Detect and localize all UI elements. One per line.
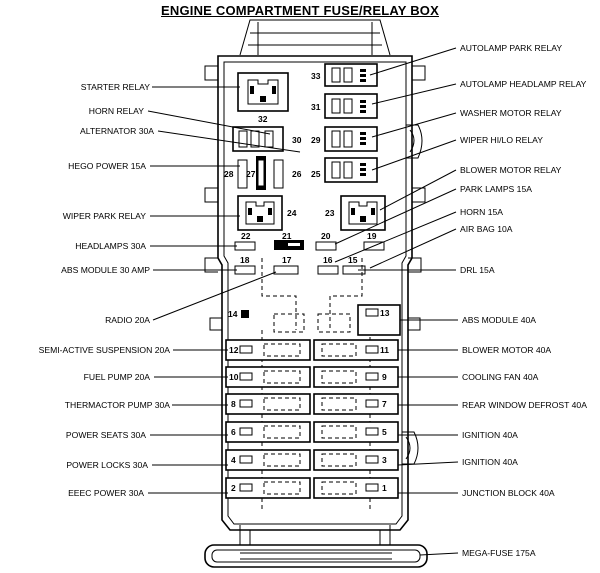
label-washer-motor: WASHER MOTOR RELAY (460, 108, 562, 118)
label-horn-relay: HORN RELAY (89, 106, 145, 116)
autolamp-headlamp-relay-socket (324, 93, 378, 119)
label-abs-module-30: ABS MODULE 30 AMP (61, 265, 150, 275)
label-wiper-park-relay: WIPER PARK RELAY (63, 211, 147, 221)
pos-2: 2 (231, 483, 236, 493)
pos-15: 15 (348, 255, 358, 265)
leader-lines (147, 47, 459, 556)
pos-27: 27 (246, 169, 256, 179)
label-autolamp-headlamp: AUTOLAMP HEADLAMP RELAY (460, 79, 587, 89)
label-autolamp-park: AUTOLAMP PARK RELAY (460, 43, 562, 53)
cartridge-fuses-left (225, 339, 311, 499)
label-horn: HORN 15A (460, 207, 503, 217)
starter-relay-socket (237, 72, 289, 112)
pos-7: 7 (382, 399, 387, 409)
pos-31: 31 (311, 102, 321, 112)
label-drl: DRL 15A (460, 265, 495, 275)
label-rear-defrost: REAR WINDOW DEFROST 40A (462, 400, 587, 410)
label-wiper-hilo: WIPER HI/LO RELAY (460, 135, 543, 145)
label-air-bag: AIR BAG 10A (460, 224, 513, 234)
blower-motor-relay-socket (340, 195, 386, 231)
pos-21: 21 (282, 231, 292, 241)
label-eeec-power: EEEC POWER 30A (68, 488, 144, 498)
pos-14: 14 (228, 309, 238, 319)
pos-13: 13 (380, 308, 390, 318)
pos-10: 10 (229, 372, 239, 382)
label-power-locks: POWER LOCKS 30A (66, 460, 148, 470)
pos-25: 25 (311, 169, 321, 179)
pos-18: 18 (240, 255, 250, 265)
pos-5: 5 (382, 427, 387, 437)
cartridge-terminals (239, 308, 379, 495)
pos-29: 29 (311, 135, 321, 145)
label-blower-relay: BLOWER MOTOR RELAY (460, 165, 562, 175)
label-park-lamps: PARK LAMPS 15A (460, 184, 532, 194)
pos-17: 17 (282, 255, 292, 265)
label-blower-40: BLOWER MOTOR 40A (462, 345, 551, 355)
left-labels: STARTER RELAY HORN RELAY ALTERNATOR 30A … (39, 82, 171, 498)
pos-9: 9 (382, 372, 387, 382)
wiper-hilo-relay-socket (324, 157, 378, 183)
diagram-title: ENGINE COMPARTMENT FUSE/RELAY BOX (161, 3, 439, 18)
pos-23: 23 (325, 208, 335, 218)
label-mega-fuse: MEGA-FUSE 175A (462, 548, 536, 558)
pos-4: 4 (231, 455, 236, 465)
pos-11: 11 (380, 345, 389, 355)
pos-22: 22 (241, 231, 251, 241)
label-power-seats: POWER SEATS 30A (66, 430, 146, 440)
label-cooling-fan: COOLING FAN 40A (462, 372, 539, 382)
pos-12: 12 (229, 345, 239, 355)
pos-30: 30 (292, 135, 302, 145)
washer-motor-relay-socket (324, 126, 378, 152)
label-radio: RADIO 20A (105, 315, 150, 325)
label-junction: JUNCTION BLOCK 40A (462, 488, 555, 498)
label-ignition-5: IGNITION 40A (462, 430, 518, 440)
pos-6: 6 (231, 427, 236, 437)
label-starter-relay: STARTER RELAY (81, 82, 151, 92)
pos-32: 32 (258, 114, 268, 124)
label-hego-power: HEGO POWER 15A (68, 161, 146, 171)
horn-relay-socket (232, 126, 284, 152)
pos-3: 3 (382, 455, 387, 465)
pos-19: 19 (367, 231, 377, 241)
cartridge-fuses-right (313, 304, 401, 499)
label-ignition-3: IGNITION 40A (462, 457, 518, 467)
pos-8: 8 (231, 399, 236, 409)
label-alternator: ALTERNATOR 30A (80, 126, 154, 136)
pos-24: 24 (287, 208, 297, 218)
pos-33: 33 (311, 71, 321, 81)
label-fuel-pump: FUEL PUMP 20A (84, 372, 151, 382)
hego-fuse-slots (237, 156, 284, 190)
pos-26: 26 (292, 169, 302, 179)
label-semi-active: SEMI-ACTIVE SUSPENSION 20A (39, 345, 171, 355)
position-numbers: 32 33 31 30 29 28 27 26 25 24 23 22 21 2… (224, 71, 390, 493)
pos-28: 28 (224, 169, 234, 179)
pos-20: 20 (321, 231, 331, 241)
right-labels: AUTOLAMP PARK RELAY AUTOLAMP HEADLAMP RE… (460, 43, 587, 558)
autolamp-park-relay-socket (324, 63, 378, 87)
label-headlamps: HEADLAMPS 30A (75, 241, 146, 251)
label-thermactor: THERMACTOR PUMP 30A (65, 400, 170, 410)
label-abs-module-40: ABS MODULE 40A (462, 315, 536, 325)
pos-16: 16 (323, 255, 333, 265)
wiper-park-relay-socket (237, 195, 283, 231)
mega-fuse-housing (204, 544, 428, 568)
pos-1: 1 (382, 483, 387, 493)
